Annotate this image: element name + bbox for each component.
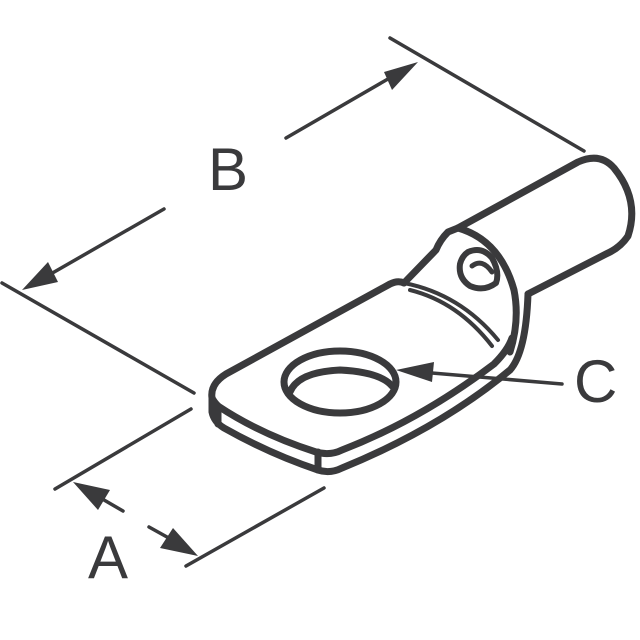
lug-barrel-end-arc xyxy=(454,224,520,356)
lug-bend-line-2 xyxy=(408,288,494,348)
a-arrowhead-right-icon xyxy=(160,528,198,556)
dimension-label-b: B xyxy=(208,136,249,203)
c-arrowhead-icon xyxy=(396,362,434,382)
dimension-a xyxy=(53,407,326,568)
dimension-label-a: A xyxy=(88,524,129,591)
b-arrowhead-bottom-icon xyxy=(22,262,58,290)
lug-stud-hole-outer xyxy=(280,347,400,417)
b-extension-line-top xyxy=(388,36,586,153)
lug-neck-top xyxy=(400,224,462,287)
b-arrow-top xyxy=(284,70,402,140)
lug-inspection-hole-inner xyxy=(469,260,495,275)
c-leader-line xyxy=(418,370,564,386)
lug-inspection-hole xyxy=(456,247,501,292)
a-extension-line-left xyxy=(53,407,193,491)
dimension-c xyxy=(396,362,564,386)
a-arrowhead-left-icon xyxy=(73,482,110,510)
lug-tongue-top xyxy=(208,278,516,458)
a-extension-line-right xyxy=(184,486,326,568)
b-arrow-bottom xyxy=(40,207,166,281)
lug-stud-hole-inner xyxy=(286,366,396,396)
lug-tongue-side xyxy=(208,290,532,476)
b-arrowhead-top-icon xyxy=(384,62,418,90)
b-extension-line-bottom xyxy=(0,281,196,395)
lug-bend-line-1 xyxy=(402,281,500,342)
dimension-label-c: C xyxy=(574,348,618,415)
lug-barrel xyxy=(454,154,636,298)
cable-lug xyxy=(208,154,636,476)
dimension-b xyxy=(0,36,586,395)
